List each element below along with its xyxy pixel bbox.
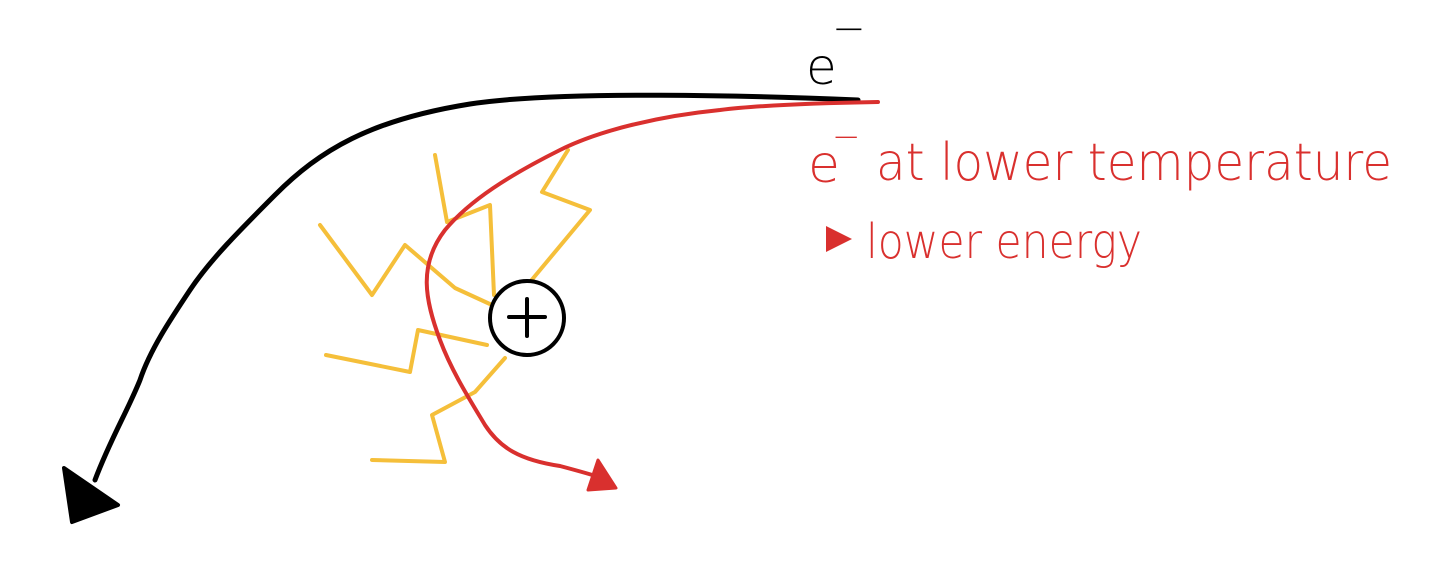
caption-lower-temperature: at lower temperature bbox=[876, 133, 1392, 193]
red-caption: e − at lower temperature bbox=[808, 117, 1392, 195]
electron-symbol-red: e bbox=[808, 135, 840, 195]
triangle-bullet-icon bbox=[826, 226, 852, 252]
electron-charge-black: − bbox=[832, 6, 866, 52]
electron-path-black bbox=[92, 92, 861, 483]
field-lines bbox=[318, 148, 592, 464]
electron-symbol-black: e bbox=[806, 38, 837, 96]
electron-charge-red: − bbox=[832, 117, 861, 157]
red-arrowhead-icon bbox=[586, 458, 618, 492]
field-line-upper-left bbox=[318, 223, 494, 307]
electron-path-red bbox=[424, 100, 880, 480]
field-line-lower bbox=[370, 356, 507, 464]
electron-label-black: e − bbox=[806, 6, 866, 96]
plus-circle-icon bbox=[488, 279, 566, 357]
field-line-left bbox=[324, 328, 489, 374]
black-arrowhead-icon bbox=[62, 466, 120, 524]
note-lower-energy: lower energy bbox=[866, 214, 1142, 270]
red-note: lower energy bbox=[826, 214, 1142, 270]
field-line-upper-right bbox=[523, 148, 592, 290]
field-line-upper bbox=[433, 153, 496, 297]
